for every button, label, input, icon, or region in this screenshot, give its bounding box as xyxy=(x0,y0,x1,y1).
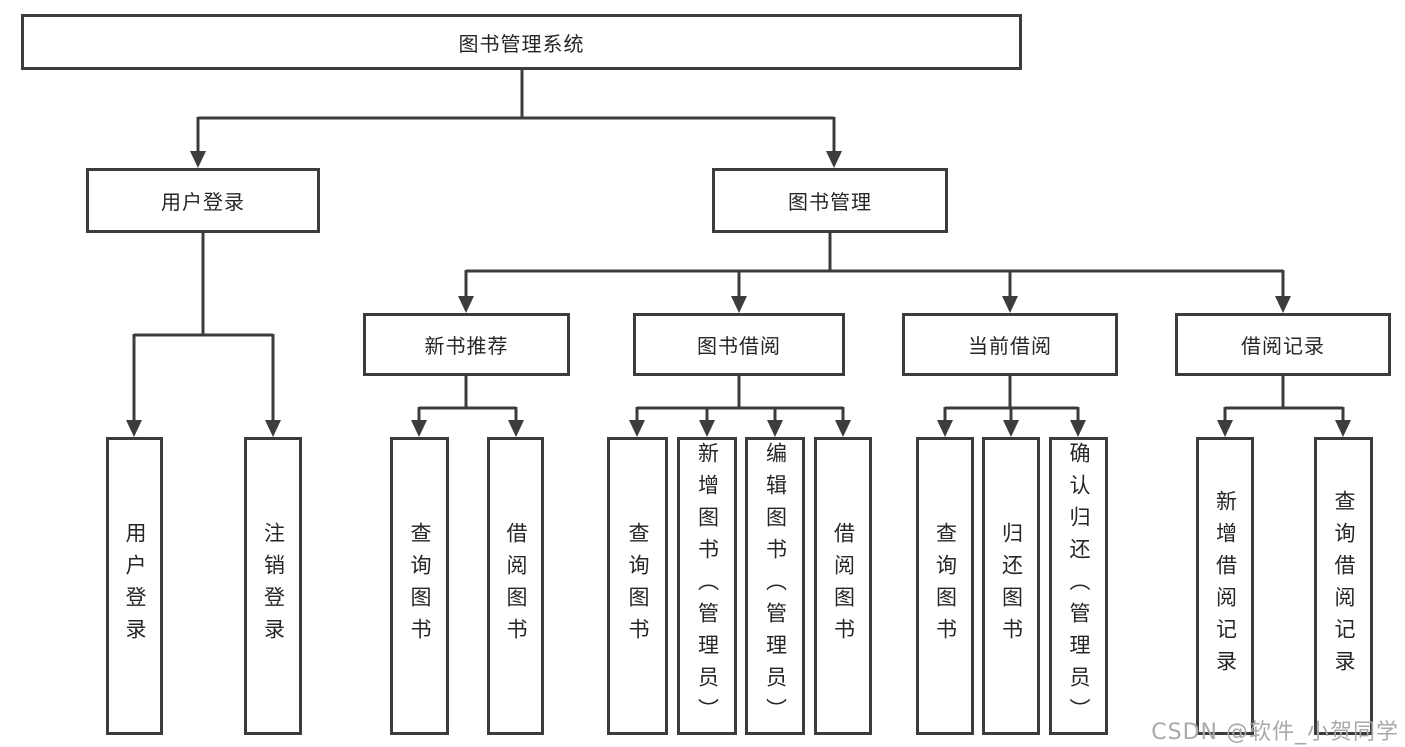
edges-user-login-branch xyxy=(126,233,281,437)
arrowhead-down-icon xyxy=(835,420,851,437)
arrowhead-down-icon xyxy=(1275,296,1291,313)
edges-current-borrowing-branch xyxy=(937,376,1086,437)
edges-book-borrowing-branch xyxy=(629,376,851,437)
watermark: CSDN @软件_小贺同学 xyxy=(1151,720,1399,745)
leaf-query-books: 查询图书 xyxy=(390,437,449,735)
edges-borrowing-records-branch xyxy=(1217,376,1351,437)
arrowhead-down-icon xyxy=(265,420,281,437)
node-library-system: 图书管理系统 xyxy=(21,14,1022,70)
arrowhead-down-icon xyxy=(1335,420,1351,437)
edges-root-to-level2 xyxy=(190,70,842,168)
arrowhead-down-icon xyxy=(826,151,842,168)
node-book-management: 图书管理 xyxy=(712,168,948,233)
arrowhead-down-icon xyxy=(937,420,953,437)
arrowhead-down-icon xyxy=(629,420,645,437)
leaf-confirm-return-admin: 确认归还（管理员） xyxy=(1049,437,1108,735)
leaf-query-books: 查询图书 xyxy=(916,437,974,735)
leaf-user-login: 用户登录 xyxy=(106,437,163,735)
arrowhead-down-icon xyxy=(767,420,783,437)
arrowhead-down-icon xyxy=(190,151,206,168)
node-user-login: 用户登录 xyxy=(86,168,320,233)
edges-book-management-branch xyxy=(458,233,1291,313)
arrowhead-down-icon xyxy=(1217,420,1233,437)
arrowhead-down-icon xyxy=(1003,420,1019,437)
node-book-borrowing: 图书借阅 xyxy=(633,313,845,376)
arrowhead-down-icon xyxy=(411,420,427,437)
leaf-add-borrow-record: 新增借阅记录 xyxy=(1196,437,1254,735)
node-borrowing-records: 借阅记录 xyxy=(1175,313,1391,376)
leaf-borrow-books: 借阅图书 xyxy=(814,437,872,735)
leaf-add-books-admin: 新增图书（管理员） xyxy=(677,437,737,735)
node-new-book-recommendation: 新书推荐 xyxy=(363,313,570,376)
leaf-return-books: 归还图书 xyxy=(982,437,1040,735)
leaf-borrow-books: 借阅图书 xyxy=(487,437,544,735)
leaf-query-books: 查询图书 xyxy=(607,437,668,735)
node-current-borrowing: 当前借阅 xyxy=(902,313,1118,376)
leaf-edit-books-admin: 编辑图书（管理员） xyxy=(745,437,805,735)
arrowhead-down-icon xyxy=(458,296,474,313)
arrowhead-down-icon xyxy=(508,420,524,437)
arrowhead-down-icon xyxy=(126,420,142,437)
arrowhead-down-icon xyxy=(731,296,747,313)
leaf-logout: 注销登录 xyxy=(244,437,302,735)
arrowhead-down-icon xyxy=(1070,420,1086,437)
leaf-query-borrow-record: 查询借阅记录 xyxy=(1314,437,1373,735)
arrowhead-down-icon xyxy=(699,420,715,437)
edges-new-book-recommendation-branch xyxy=(411,376,524,437)
arrowhead-down-icon xyxy=(1002,296,1018,313)
